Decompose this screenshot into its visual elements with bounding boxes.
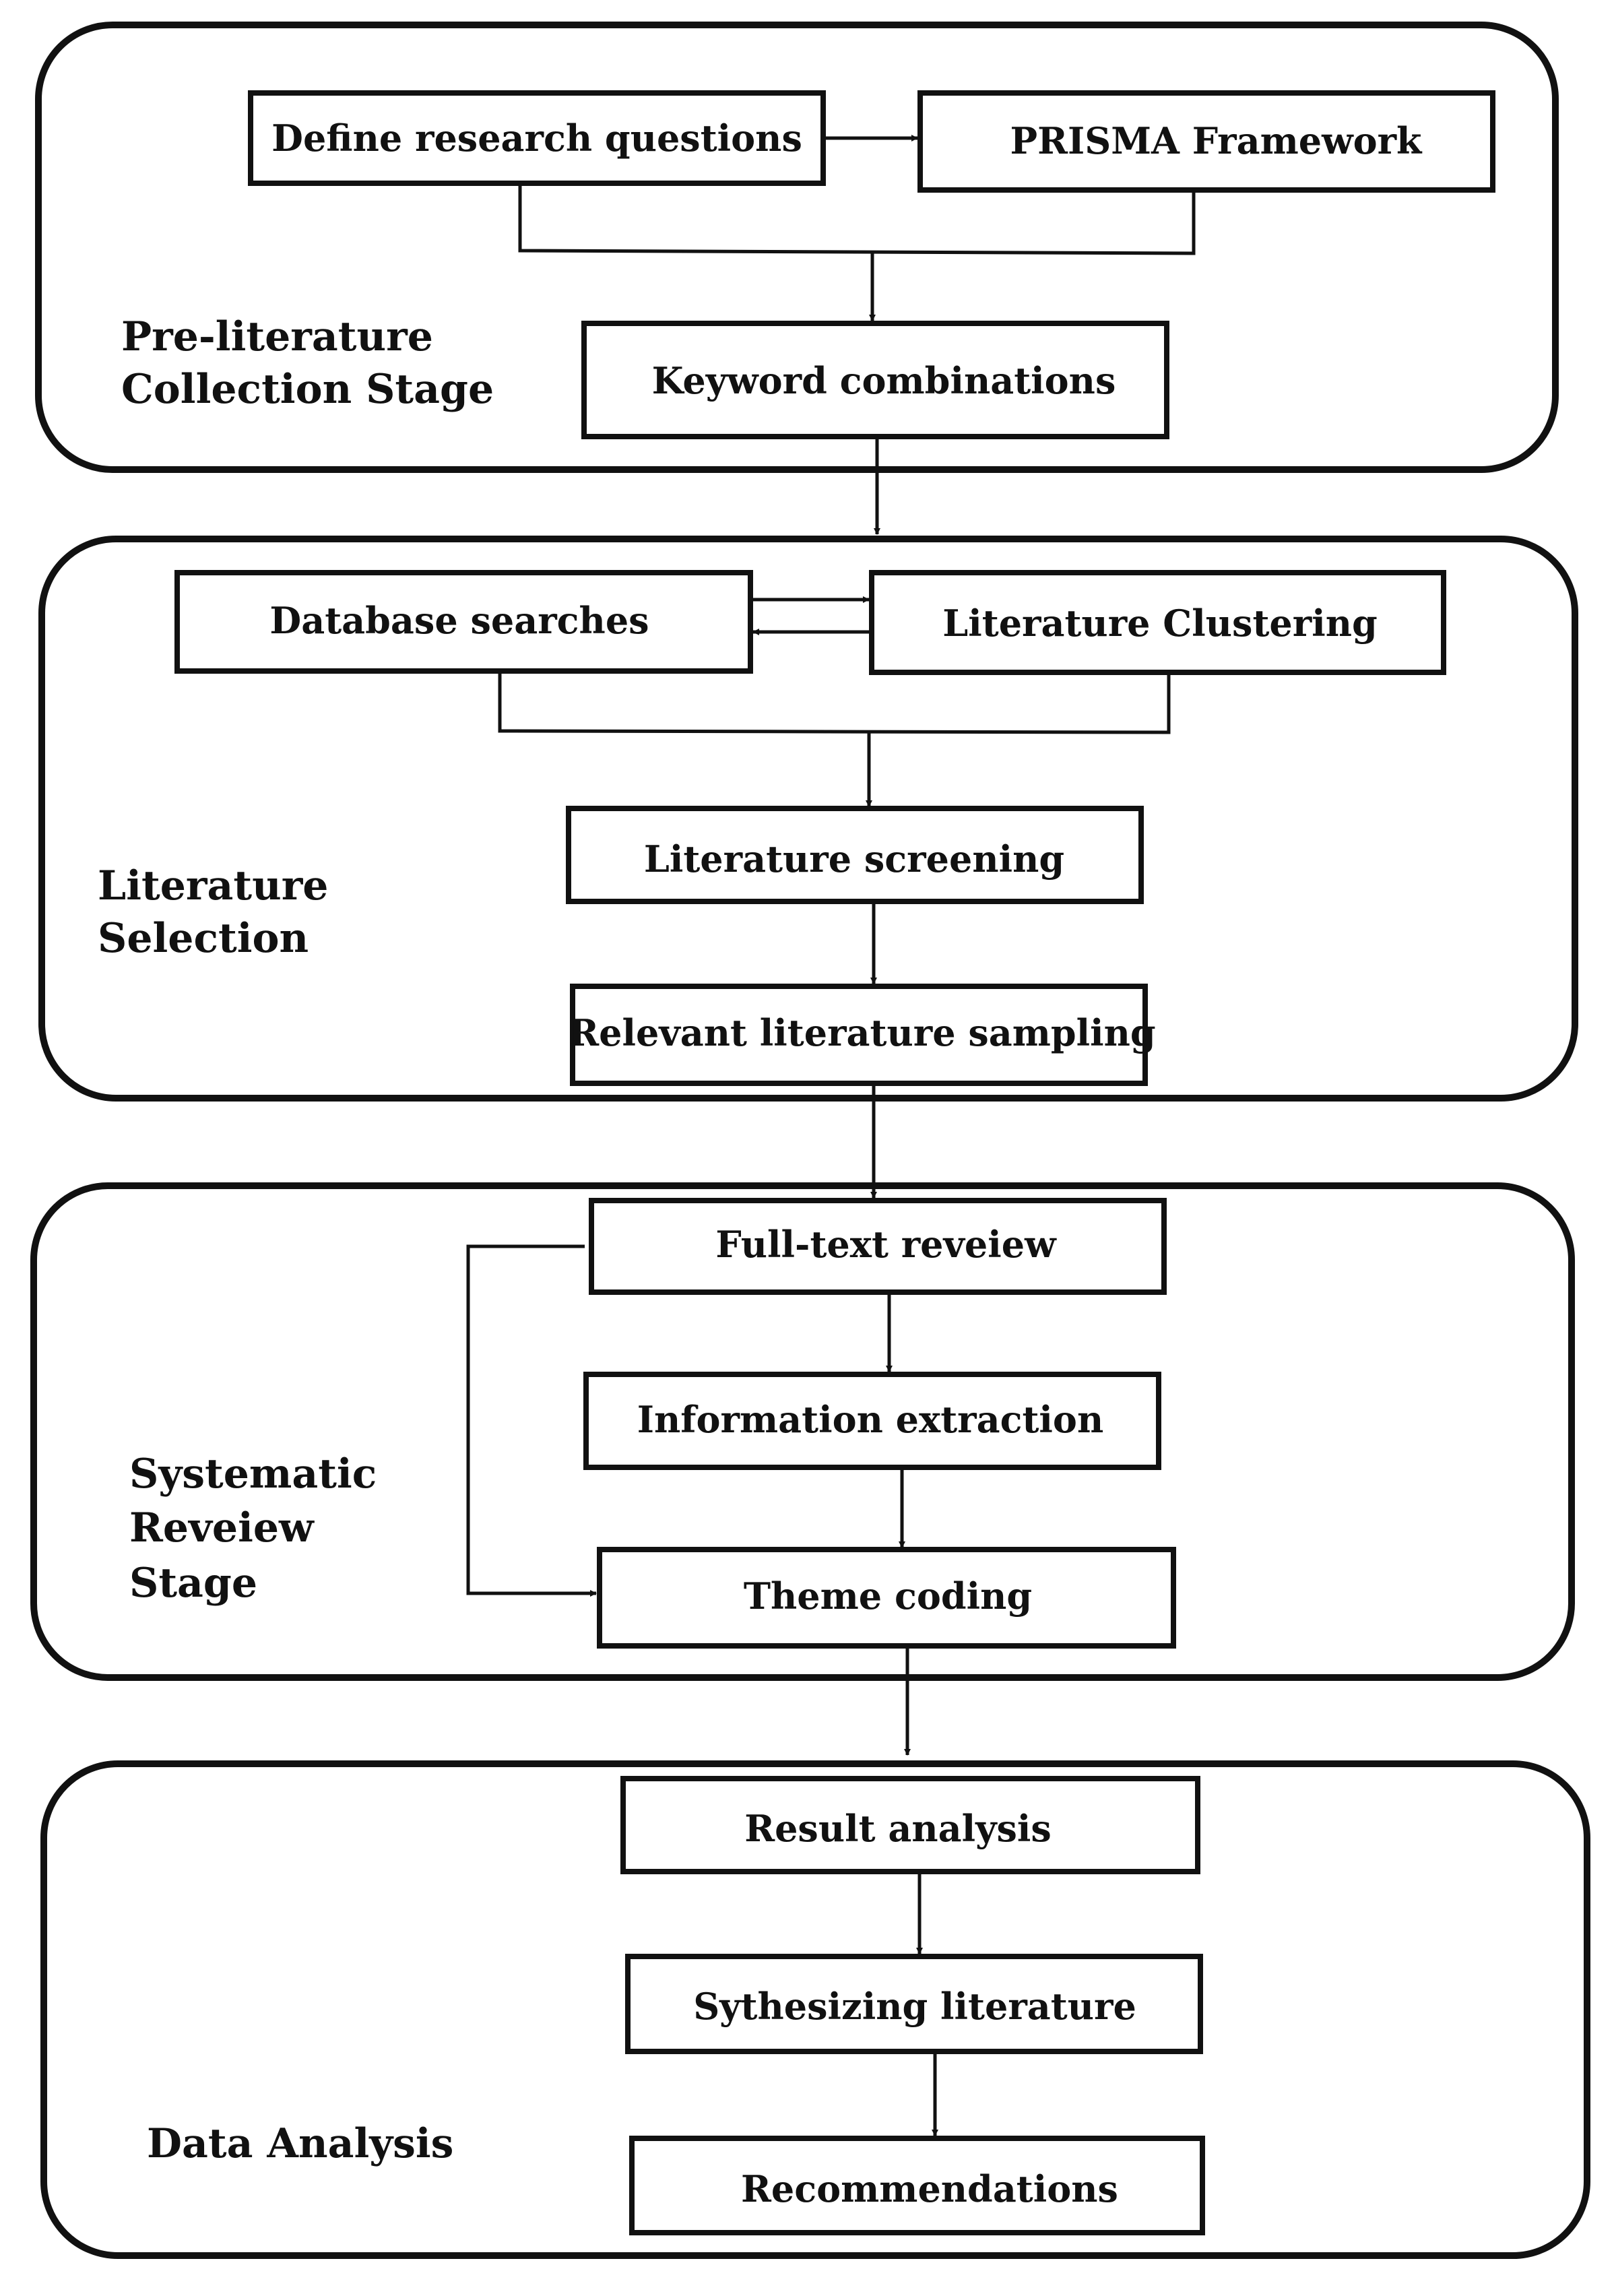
box-prisma-framework: PRISMA Framework: [917, 90, 1495, 193]
box-literature-screening: Literature screening: [566, 806, 1144, 904]
box-recommendations: Recommendations: [629, 2136, 1205, 2235]
stage-pre-literature-container: [35, 22, 1559, 473]
box-label: Keyword combinations: [652, 359, 1116, 402]
box-full-text-review: Full-text reveiew: [589, 1198, 1167, 1295]
box-label: PRISMA Framework: [1010, 119, 1423, 162]
stage-label-line: Selection: [98, 915, 309, 962]
box-synthesizing-literature: Sythesizing literature: [625, 1954, 1203, 2054]
box-label: Recommendations: [741, 2167, 1118, 2210]
merge-bracket-stage2: [498, 671, 1171, 734]
box-label: Literature screening: [644, 837, 1064, 881]
stage-label-literature-selection: Literature Selection: [98, 862, 342, 962]
stage-label-data-analysis: Data Analysis: [147, 2120, 453, 2167]
box-define-research-questions: Define research questions: [248, 90, 826, 186]
stage-label-line: Collection Stage: [121, 366, 494, 413]
box-database-searches: Database searches: [174, 570, 753, 674]
stage-label-pre-literature: Pre-literature Collection Stage: [121, 313, 494, 413]
box-label: Result analysis: [744, 1807, 1052, 1850]
box-label: Literature Clustering: [942, 602, 1377, 645]
box-label: Sythesizing literature: [693, 1985, 1136, 2028]
merge-bracket-stage1: [518, 183, 1196, 255]
stage-label-line: Literature: [98, 862, 328, 910]
stage-label-systematic-review: Systematic Reveiew Stage: [129, 1450, 391, 1607]
box-literature-clustering: Literature Clustering: [869, 570, 1446, 675]
stage-systematic-review-container: [30, 1182, 1575, 1681]
stage-data-analysis-container: [40, 1760, 1590, 2259]
box-label: Relevant literature sampling: [569, 1011, 1155, 1054]
stage-label-line: Systematic: [129, 1450, 377, 1498]
stage-label-line: Pre-literature: [121, 313, 433, 360]
box-relevant-literature-sampling: Relevant literature sampling: [569, 984, 1156, 1086]
arrow-fulltext-to-theme-bypass: [466, 1244, 597, 1597]
box-result-analysis: Result analysis: [620, 1776, 1200, 1874]
box-label: Information extraction: [637, 1398, 1103, 1441]
box-label: Full-text reveiew: [715, 1223, 1057, 1266]
stage-label-line: Data Analysis: [147, 2120, 453, 2167]
box-theme-coding: Theme coding: [597, 1547, 1176, 1649]
box-information-extraction: Information extraction: [583, 1372, 1161, 1470]
box-label: Define research questions: [271, 117, 802, 160]
stage-literature-selection-container: [38, 536, 1578, 1102]
box-label: Database searches: [269, 599, 649, 642]
box-keyword-combinations: Keyword combinations: [581, 321, 1169, 439]
box-label: Theme coding: [744, 1574, 1032, 1618]
stage-label-line: Stage: [129, 1560, 257, 1607]
stage-label-line: Reveiew: [129, 1504, 315, 1552]
